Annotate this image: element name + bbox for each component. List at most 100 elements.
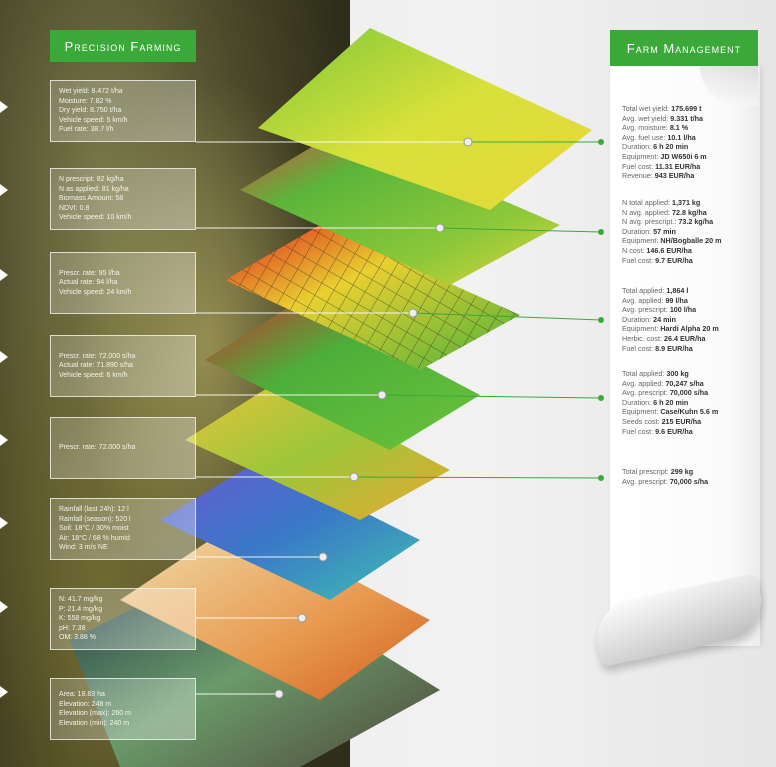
stat-line: Fuel cost: 8.9 EUR/ha: [622, 344, 719, 354]
stat-value: 73.2 kg/ha: [678, 217, 714, 227]
precision-farming-title: Precision Farming: [50, 30, 196, 62]
info-line: Wet yield: 8.472 t/ha: [59, 88, 123, 96]
info-line: N as applied: 81 kg/ha: [59, 185, 129, 193]
stat-value: 6 h 20 min: [653, 142, 689, 152]
stat-label: Total wet yield:: [622, 104, 672, 113]
stat-line: Equipment: JD W650i 6 m: [622, 152, 707, 162]
info-line: OM: 3.88 %: [59, 634, 96, 642]
stat-label: Equipment:: [622, 407, 661, 417]
stat-value: 8.9 EUR/ha: [655, 343, 693, 353]
stat-label: Equipment:: [622, 324, 661, 334]
info-line: K: 558 mg/kg: [59, 615, 101, 623]
stat-line: Herbic. cost: 26.4 EUR/ha: [622, 334, 719, 344]
stat-label: Herbic. cost:: [622, 333, 664, 343]
pointer-arrow-icon: [0, 269, 8, 281]
stat-line: Avg. applied: 70,247 s/ha: [622, 379, 718, 389]
pointer-arrow-icon: [0, 601, 8, 613]
info-line: Soil: 18°C / 30% moist: [59, 525, 129, 533]
info-line: Prescr. rate: 72.000 s/ha: [59, 352, 136, 360]
stat-line: N avg. prescript.: 73.2 kg/ha: [622, 217, 721, 227]
stat-value: 943 EUR/ha: [654, 171, 695, 181]
stat-value: JD W650i 6 m: [660, 151, 707, 161]
info-line: Elevation: 248 m: [59, 700, 112, 708]
info-line: Vehicle speed: 5 km/h: [59, 116, 128, 124]
stat-value: 26.4 EUR/ha: [663, 333, 706, 343]
stat-label: Duration:: [622, 142, 654, 152]
info-line: N: 41.7 mg/kg: [59, 596, 103, 604]
stat-value: Case/Kuhn 5.6 m: [660, 407, 719, 417]
stat-line: Total applied: 1,864 l: [622, 286, 719, 296]
stat-value: 8.1 %: [669, 123, 689, 133]
stat-label: N cost:: [622, 245, 647, 255]
stat-line: Fuel cost: 9.7 EUR/ha: [622, 256, 721, 266]
stat-value: 175.699 t: [671, 104, 702, 113]
stat-label: Avg. prescript:: [622, 388, 670, 398]
layer-fertilizing: [240, 130, 560, 285]
info-line: Wind: 3 m/s NE: [59, 544, 108, 552]
layer-info-box: Prescr. rate: 72.000 s/ha: [50, 417, 196, 479]
info-line: pH: 7.38: [59, 624, 86, 632]
stat-value: 11.31 EUR/ha: [655, 161, 701, 171]
pointer-arrow-icon: [0, 184, 8, 196]
stat-value: NH/Bogballe 20 m: [660, 236, 722, 246]
pointer-arrow-icon: [0, 517, 8, 529]
stat-value: 299 kg: [670, 467, 694, 476]
stat-label: Revenue:: [622, 171, 655, 181]
info-line: Vehicle speed: 24 km/h: [59, 288, 132, 296]
stat-label: Avg. prescript:: [622, 476, 670, 486]
stat-value: 9.7 EUR/ha: [655, 255, 693, 265]
stat-line: Total applied: 300 kg: [622, 369, 718, 379]
paper-scroll: [610, 66, 760, 646]
stat-label: Avg. applied:: [622, 378, 666, 388]
stat-line: Revenue: 943 EUR/ha: [622, 171, 707, 181]
stat-value: 1,371 kg: [671, 198, 701, 207]
stat-value: 70,000 s/ha: [669, 476, 709, 486]
stat-value: 99 l/ha: [665, 295, 688, 305]
info-line: Vehicle speed: 6 km/h: [59, 371, 128, 379]
stat-value: 146.6 EUR/ha: [646, 245, 692, 255]
stat-value: 10.1 l/ha: [667, 132, 696, 142]
layer-seed-prescription: [185, 380, 450, 520]
stat-label: N total applied:: [622, 198, 672, 207]
stat-line: Duration: 6 h 20 min: [622, 142, 707, 152]
stat-line: Duration: 24 min: [622, 315, 719, 325]
info-line: Rainfall (last 24h): 12 l: [59, 506, 129, 514]
stat-value: 6 h 20 min: [653, 397, 689, 407]
info-line: Air: 18°C / 68 % humid: [59, 534, 130, 542]
stat-label: N avg. prescript.:: [622, 217, 679, 227]
info-line: Fuel rate: 38.7 l/h: [59, 126, 114, 134]
stat-label: Equipment:: [622, 151, 661, 161]
pointer-arrow-icon: [0, 686, 8, 698]
stat-label: Duration:: [622, 226, 654, 236]
stat-line: Avg. prescript: 70,000 s/ha: [622, 388, 718, 398]
stat-line: Avg. fuel use: 10.1 l/ha: [622, 133, 707, 143]
stat-line: Equipment: Hardi Alpha 20 m: [622, 324, 719, 334]
info-line: Elevation (max): 260 m: [59, 710, 131, 717]
stat-label: Fuel cost:: [622, 161, 656, 171]
stat-value: 70,247 s/ha: [665, 378, 704, 388]
stat-line: N cost: 146.6 EUR/ha: [622, 246, 721, 256]
stat-label: Total applied:: [622, 369, 667, 378]
stat-label: Avg. applied:: [622, 295, 666, 305]
info-line: P: 21.4 mg/kg: [59, 605, 103, 613]
stat-line: Avg. applied: 99 l/ha: [622, 296, 719, 306]
stat-value: Hardi Alpha 20 m: [660, 324, 719, 334]
stat-label: Avg. wet yield:: [622, 113, 671, 123]
stat-label: Duration:: [622, 397, 654, 407]
farm-management-title: Farm Management: [610, 30, 758, 66]
stat-line: Avg. prescript: 70,000 s/ha: [622, 477, 708, 487]
pointer-arrow-icon: [0, 434, 8, 446]
stat-value: 9.6 EUR/ha: [655, 426, 693, 436]
stat-line: Avg. prescript: 100 l/ha: [622, 305, 719, 315]
pointer-arrow-icon: [0, 101, 8, 113]
info-line: Actual rate: 94 l/ha: [59, 279, 118, 287]
stat-value: 70,000 s/ha: [669, 388, 709, 398]
stat-value: 72.8 kg/ha: [671, 207, 707, 217]
stat-line: Avg. wet yield: 9.331 t/ha: [622, 114, 707, 124]
